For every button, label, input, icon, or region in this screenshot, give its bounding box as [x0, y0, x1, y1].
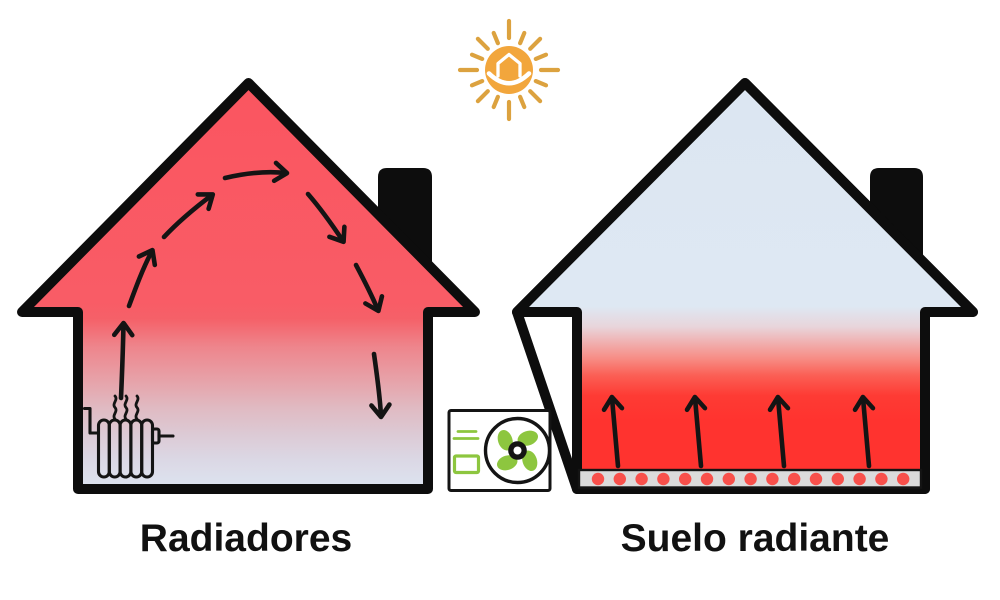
radiator-icon — [82, 394, 175, 479]
label-radiators: Radiadores — [139, 517, 353, 560]
house-outline — [512, 78, 978, 494]
airflow-arrow — [305, 191, 347, 245]
heat-pump-icon — [447, 409, 552, 492]
convection-arrows — [111, 160, 392, 420]
airflow-arrow — [601, 394, 625, 469]
airflow-arrow — [767, 394, 791, 469]
underfloor-pipes-strip — [577, 468, 923, 489]
house-smile-glyph — [486, 52, 532, 86]
sun-rays — [457, 18, 561, 122]
airflow-arrow — [111, 320, 135, 401]
sun-icon — [457, 18, 561, 122]
rising-heat-arrows — [601, 394, 876, 469]
house-shape — [17, 78, 480, 494]
airflow-arrow — [126, 247, 158, 309]
airflow-arrow — [369, 351, 392, 420]
airflow-arrow — [353, 262, 385, 314]
airflow-arrow — [684, 394, 708, 469]
airflow-arrow — [161, 192, 216, 240]
fan-icon — [483, 416, 552, 485]
airflow-arrow — [222, 160, 290, 184]
label-radiant-floor: Suelo radiante — [620, 517, 890, 560]
left-house-radiators — [17, 78, 480, 494]
airflow-arrow — [852, 394, 876, 469]
pipe-dots — [591, 472, 910, 486]
pump-vents — [452, 430, 481, 475]
heat-wave-icon — [112, 394, 140, 421]
right-house-radiant-floor — [512, 78, 978, 494]
